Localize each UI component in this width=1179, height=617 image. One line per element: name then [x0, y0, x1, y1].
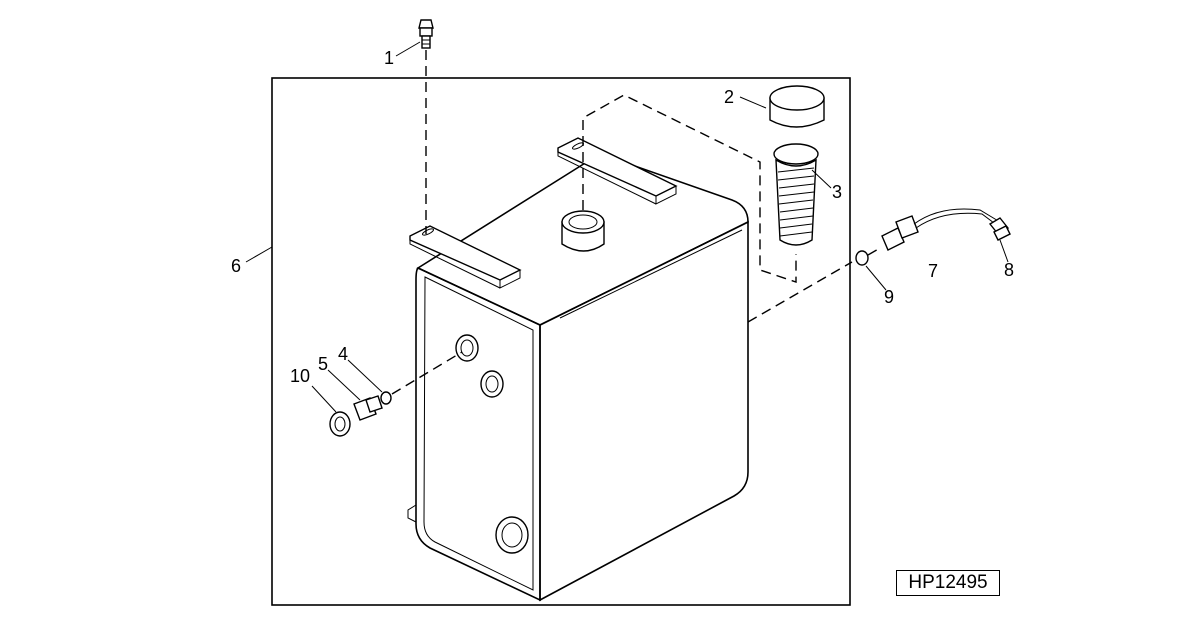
vent-fitting	[418, 19, 434, 49]
callout-1: 1	[384, 48, 394, 68]
mounting-strap-front	[409, 225, 522, 289]
callout-3: 3	[832, 182, 842, 202]
o-ring-plug	[380, 391, 392, 405]
filler-neck	[561, 210, 605, 252]
drain-port	[495, 516, 529, 554]
mounting-strap-rear	[557, 137, 678, 205]
callout-10: 10	[290, 366, 310, 386]
hydraulic-tank	[407, 155, 749, 602]
callout-6: 6	[231, 256, 241, 276]
callout-7: 7	[928, 261, 938, 281]
filler-cap	[769, 85, 825, 128]
o-ring-sensor	[855, 250, 869, 266]
plug-washer	[329, 411, 351, 437]
filler-strainer	[773, 143, 819, 246]
figure-reference-code: HP12495	[896, 570, 1000, 596]
temperature-sensor	[881, 208, 1001, 251]
leader-lines	[245, 41, 1009, 413]
callout-5: 5	[318, 354, 328, 374]
assembly-frame	[271, 77, 851, 606]
callout-9: 9	[884, 287, 894, 307]
middle-port	[480, 370, 504, 398]
sensor-connector	[988, 217, 1011, 241]
plug-fitting	[353, 395, 383, 421]
callout-4: 4	[338, 344, 348, 364]
callout-2: 2	[724, 87, 734, 107]
callout-8: 8	[1004, 260, 1014, 280]
upper-port	[455, 334, 479, 362]
